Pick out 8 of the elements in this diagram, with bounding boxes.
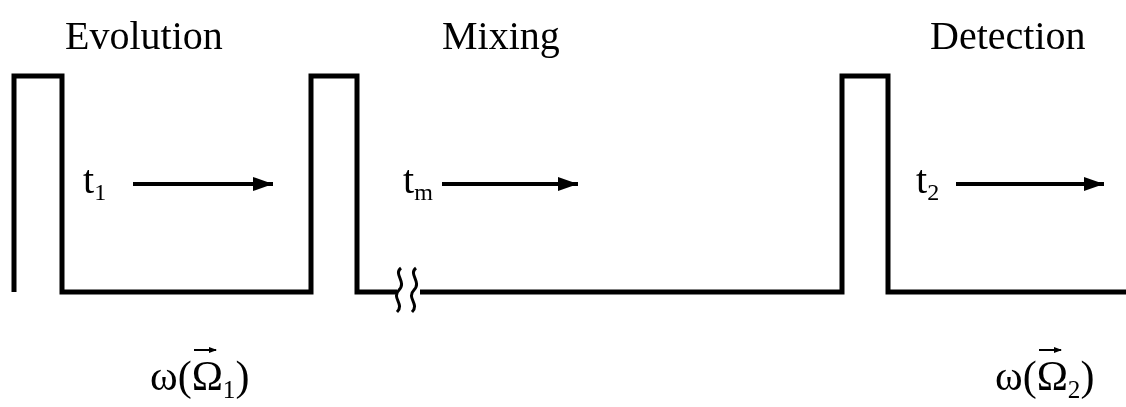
phase-label: Detection (930, 16, 1086, 56)
time-label: t$_{m}$ (403, 160, 433, 205)
phase-label: Evolution (65, 16, 223, 56)
time-label: t$_{2}$ (916, 160, 940, 205)
phase-label: Mixing (442, 16, 560, 56)
frequency-label: ω(Ω$_{1}$) (150, 355, 250, 402)
time-label: t$_{1}$ (83, 160, 107, 205)
frequency-label: ω(Ω$_{2}$) (995, 355, 1095, 402)
